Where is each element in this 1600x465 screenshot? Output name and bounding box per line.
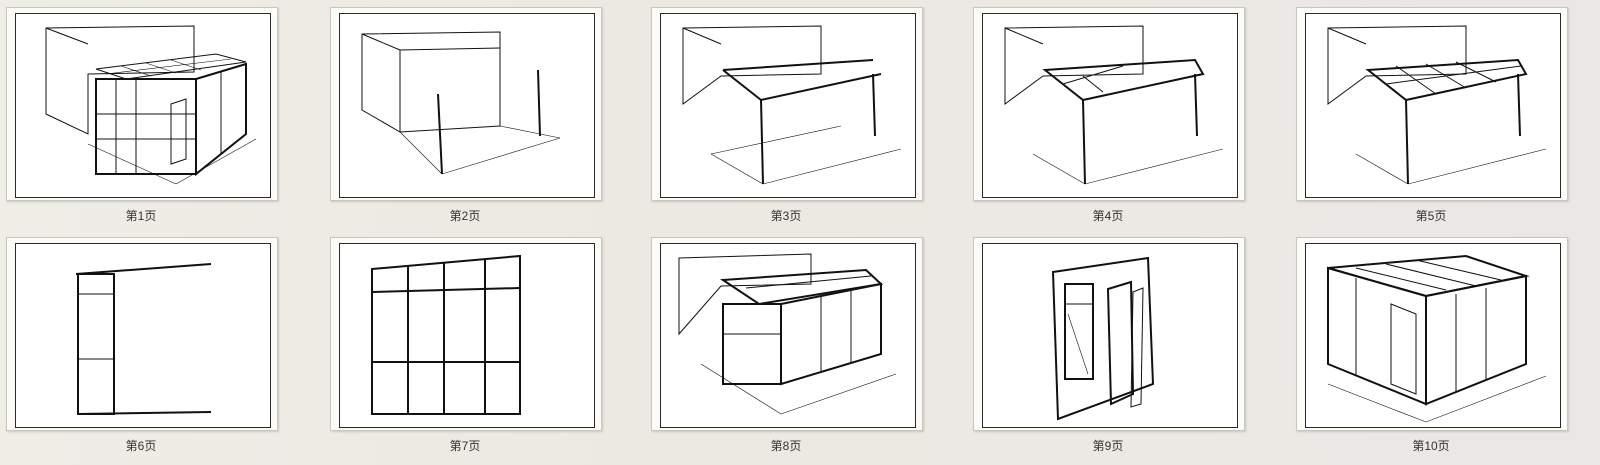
full-frame-drawing [678, 253, 897, 415]
page-preview[interactable] [1296, 7, 1568, 201]
window-wall-drawing [371, 254, 521, 415]
page-preview[interactable] [330, 7, 602, 201]
page-label: 第1页 [125, 209, 157, 223]
roof-panels-drawing [1327, 25, 1547, 185]
page-label: 第5页 [1415, 209, 1447, 223]
page-preview[interactable] [1296, 237, 1568, 431]
page-preview[interactable] [330, 237, 602, 431]
page-preview[interactable] [651, 7, 923, 201]
frame-beams-drawing [682, 25, 902, 185]
foundation-posts-drawing [361, 31, 561, 175]
page-preview[interactable] [6, 7, 278, 201]
page-label: 第8页 [770, 439, 802, 453]
finished-sunroom-drawing [1327, 254, 1547, 423]
roof-frame-drawing [1004, 25, 1224, 185]
page-label: 第3页 [770, 209, 802, 223]
page-label: 第10页 [1412, 439, 1450, 453]
page-preview[interactable] [6, 237, 278, 431]
page-label: 第7页 [449, 439, 481, 453]
wall-frame-drawing [75, 263, 212, 415]
page-label: 第6页 [125, 439, 157, 453]
door-window-drawing [1051, 256, 1155, 421]
page-label: 第9页 [1092, 439, 1124, 453]
page-preview[interactable] [651, 237, 923, 431]
sunroom-assembled-drawing [45, 25, 257, 185]
page-label: 第4页 [1092, 209, 1124, 223]
page-preview[interactable] [973, 7, 1245, 201]
page-label: 第2页 [449, 209, 481, 223]
page-preview[interactable] [973, 237, 1245, 431]
